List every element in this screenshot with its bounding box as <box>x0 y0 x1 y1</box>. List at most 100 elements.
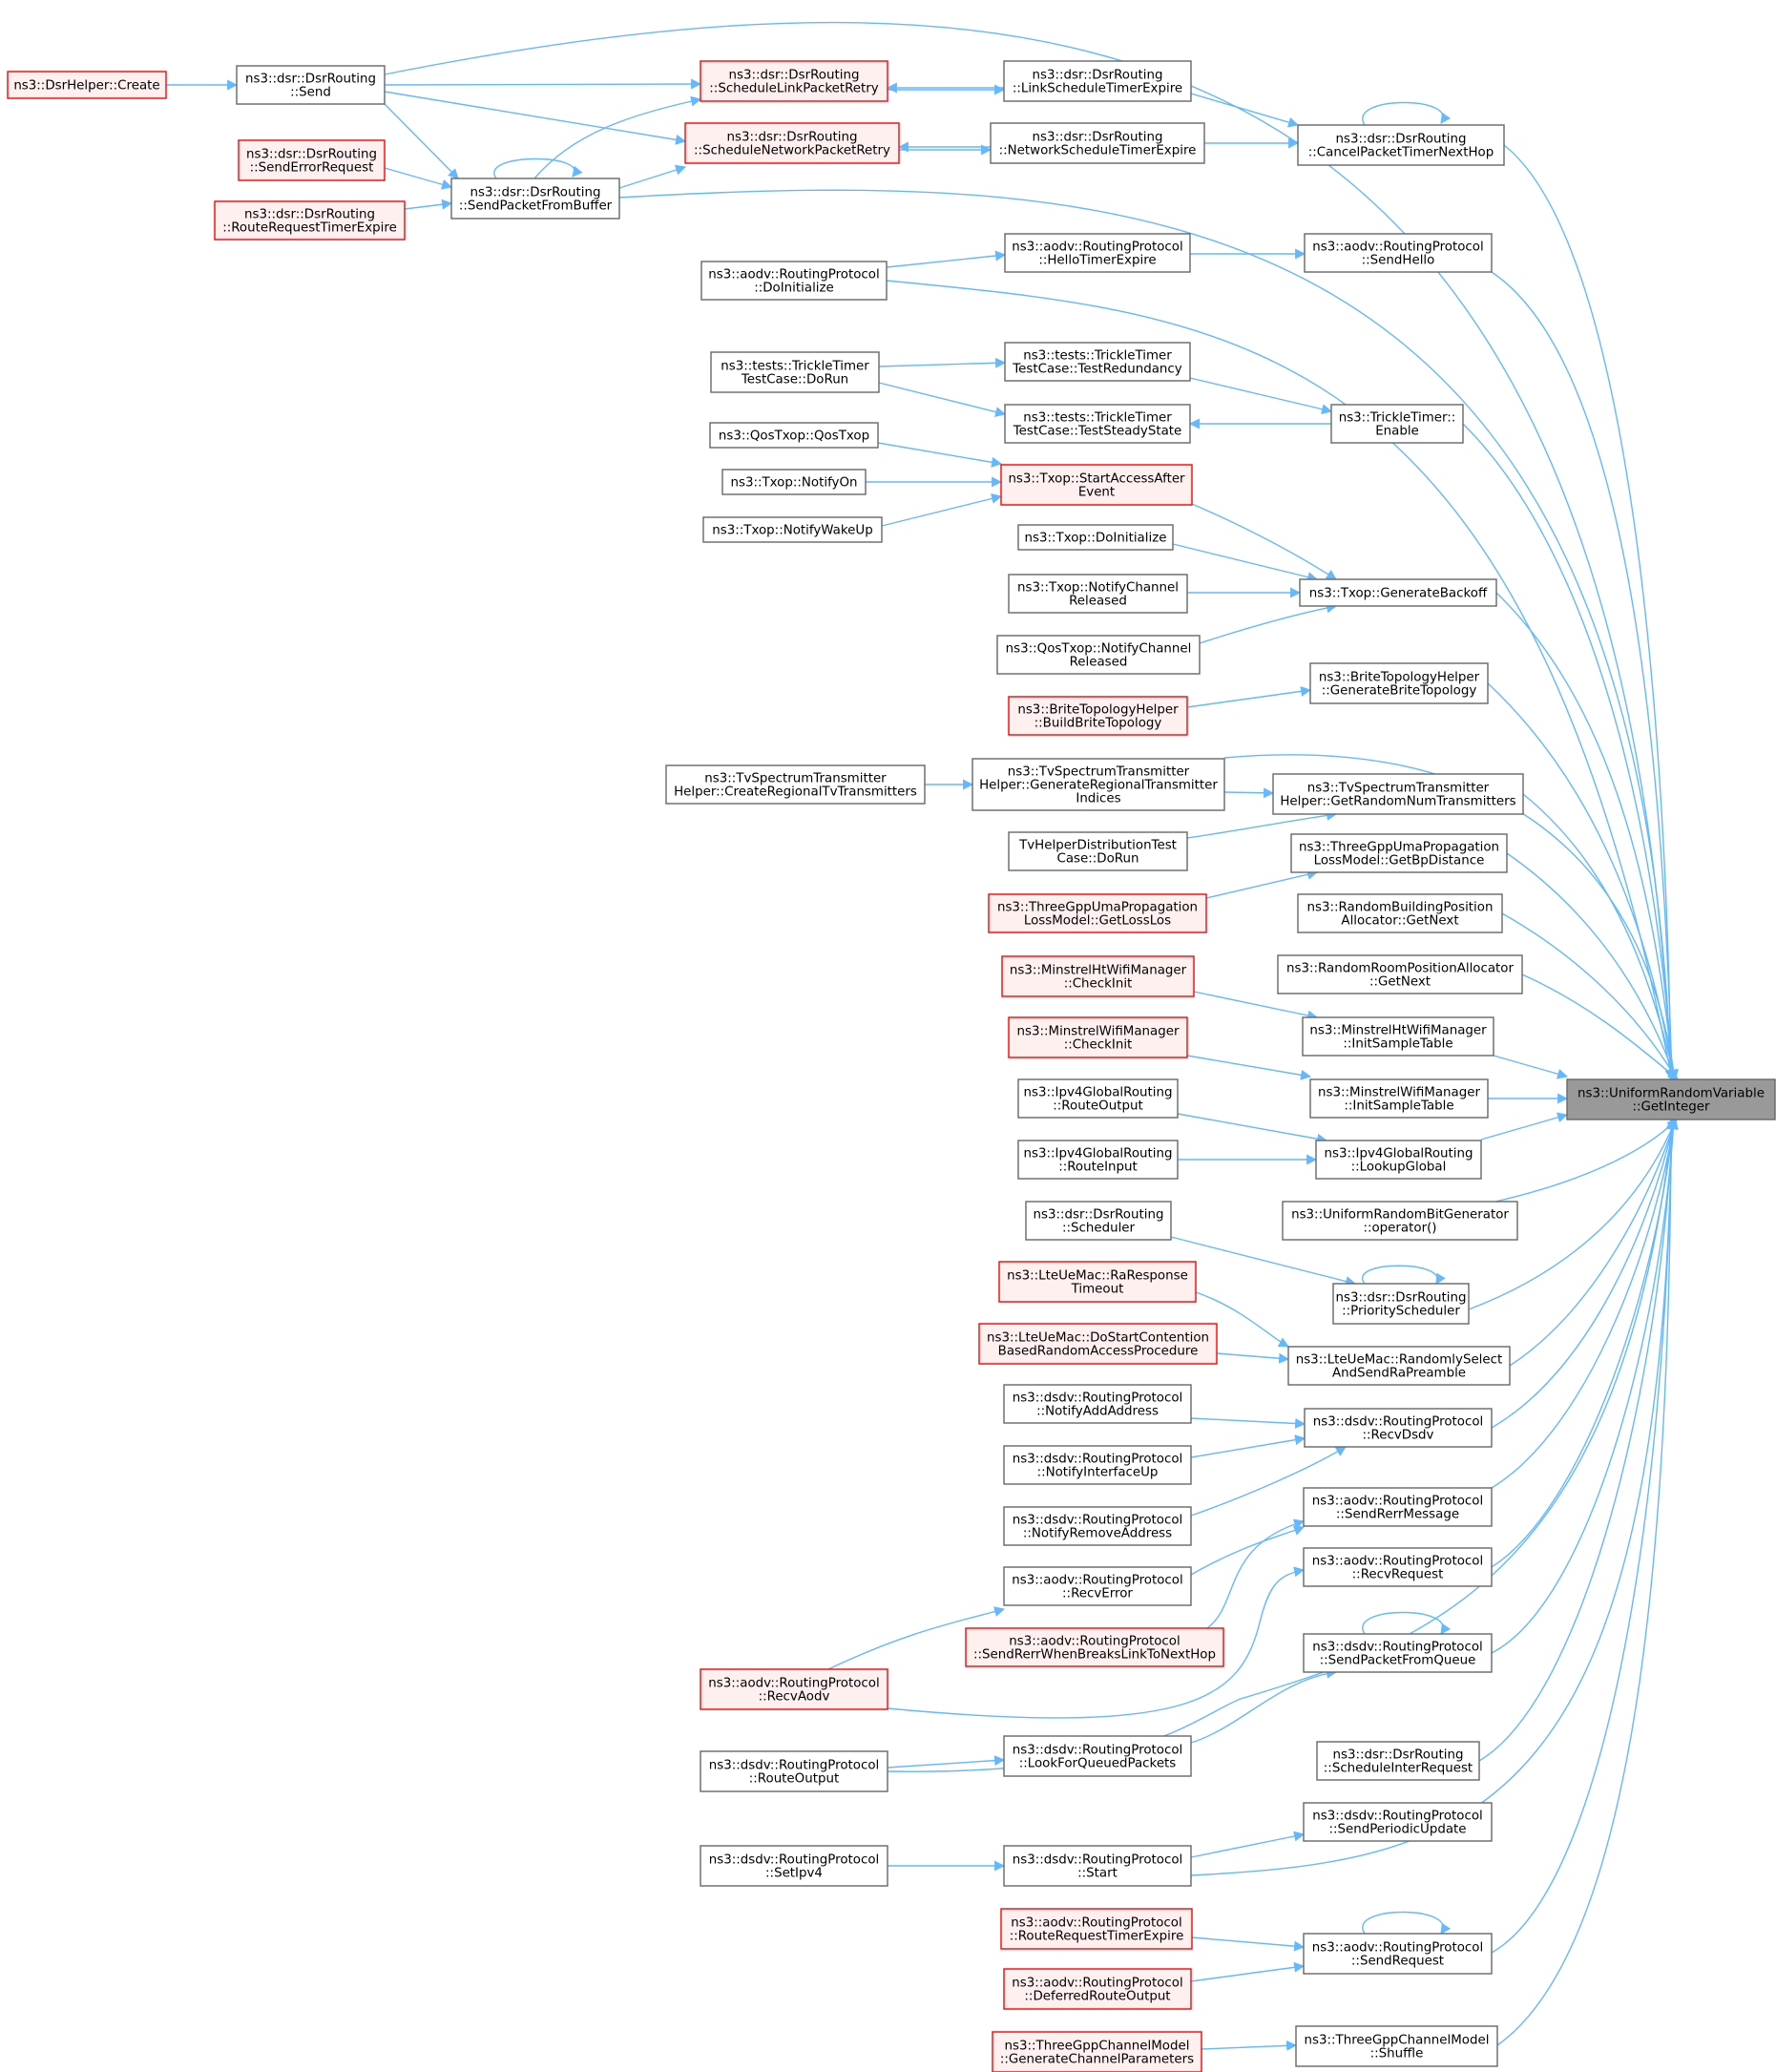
node-ipv4g-lookup[interactable]: ns3::Ipv4GlobalRouting::LookupGlobal <box>1315 1140 1482 1180</box>
node-dsrhelper-create[interactable]: ns3::DsrHelper::Create <box>7 71 167 99</box>
node-label: TvHelperDistributionTest <box>1018 839 1177 853</box>
node-dsdv-sendperiodic[interactable]: ns3::dsdv::RoutingProtocol::SendPeriodic… <box>1303 1802 1493 1842</box>
node-aodv-sendrerr[interactable]: ns3::aodv::RoutingProtocol::SendRerrMess… <box>1303 1487 1493 1527</box>
node-aodv-routereqtimer[interactable]: ns3::aodv::RoutingProtocol::RouteRequest… <box>1000 1908 1193 1950</box>
node-dsr-nettimer[interactable]: ns3::dsr::DsrRouting::NetworkScheduleTim… <box>990 122 1205 164</box>
node-aodv-sendhello[interactable]: ns3::aodv::RoutingProtocol::SendHello <box>1304 233 1493 273</box>
node-label: LossModel::GetLossLos <box>1024 914 1171 929</box>
node-urbg-op[interactable]: ns3::UniformRandomBitGenerator::operator… <box>1282 1201 1518 1241</box>
node-label: ns3::dsr::DsrRouting <box>470 186 601 200</box>
node-threegpp-shuffle[interactable]: ns3::ThreeGppChannelModel::Shuffle <box>1295 2025 1498 2067</box>
node-dsr-linktimer[interactable]: ns3::dsr::DsrRouting::LinkScheduleTimerE… <box>1003 60 1192 102</box>
node-dsr-senderror[interactable]: ns3::dsr::DsrRouting::SendErrorRequest <box>238 139 386 181</box>
node-box <box>1287 1346 1511 1386</box>
node-aodv-sendrerrbreaks[interactable]: ns3::aodv::RoutingProtocol::SendRerrWhen… <box>965 1627 1224 1667</box>
node-dsdv-notifyup[interactable]: ns3::dsdv::RoutingProtocol::NotifyInterf… <box>1003 1445 1192 1485</box>
node-dsr-schedulenet[interactable]: ns3::dsr::DsrRouting::ScheduleNetworkPac… <box>684 122 900 164</box>
node-dsr-routereqtimer[interactable]: ns3::dsr::DsrRouting::RouteRequestTimerE… <box>214 200 406 241</box>
call-edge <box>1521 973 1679 1080</box>
node-label: ::GetNext <box>1369 975 1431 990</box>
node-target[interactable]: ns3::UniformRandomVariable::GetInteger <box>1566 1078 1776 1120</box>
node-label: TestCase::DoRun <box>741 373 848 387</box>
node-minstrel-initsample[interactable]: ns3::MinstrelWifiManager::InitSampleTabl… <box>1309 1078 1489 1119</box>
node-minstrel-checkinit[interactable]: ns3::MinstrelWifiManager::CheckInit <box>1008 1016 1188 1058</box>
node-dsdv-recvdsdv[interactable]: ns3::dsdv::RoutingProtocol::RecvDsdv <box>1304 1408 1493 1448</box>
node-brite-generate[interactable]: ns3::BriteTopologyHelper::GenerateBriteT… <box>1309 662 1489 704</box>
node-label: ns3::aodv::RoutingProtocol <box>1012 1977 1182 1991</box>
call-edge <box>1177 1113 1328 1144</box>
node-trickle-enable[interactable]: ns3::TrickleTimer::Enable <box>1330 404 1464 444</box>
node-label: ns3::Ipv4GlobalRouting <box>1325 1147 1473 1162</box>
call-edge <box>1480 1112 1569 1141</box>
node-trickle-redund[interactable]: ns3::tests::TrickleTimerTestCase::TestRe… <box>1004 342 1191 382</box>
node-ipv4g-routeoutput[interactable]: ns3::Ipv4GlobalRouting::RouteOutput <box>1017 1078 1179 1119</box>
node-minstrelht-initsample[interactable]: ns3::MinstrelHtWifiManager::InitSampleTa… <box>1302 1016 1494 1057</box>
node-dsr-schedulelink[interactable]: ns3::dsr::DsrRouting::ScheduleLinkPacket… <box>700 60 888 102</box>
call-edge <box>384 91 687 145</box>
node-dsr-priority[interactable]: ns3::dsr::DsrRouting::PriorityScheduler <box>1332 1283 1470 1325</box>
node-minstrelht-checkinit[interactable]: ns3::MinstrelHtWifiManager::CheckInit <box>1001 955 1195 997</box>
node-aodv-sendrequest[interactable]: ns3::aodv::RoutingProtocol::SendRequest <box>1303 1933 1493 1975</box>
node-trickle-steady[interactable]: ns3::tests::TrickleTimerTestCase::TestSt… <box>1004 404 1191 444</box>
node-txop-wakeup[interactable]: ns3::Txop::NotifyWakeUp <box>702 516 883 543</box>
node-dsdv-sendfromqueue[interactable]: ns3::dsdv::RoutingProtocol::SendPacketFr… <box>1303 1633 1493 1673</box>
node-uma-getlosslos[interactable]: ns3::ThreeGppUmaPropagationLossModel::Ge… <box>988 893 1207 933</box>
node-tv-getrandomnum[interactable]: ns3::TvSpectrumTransmitterHelper::GetRan… <box>1272 773 1524 815</box>
node-dsdv-routeoutput[interactable]: ns3::dsdv::RoutingProtocol::RouteOutput <box>700 1750 888 1792</box>
node-txop-notifyon[interactable]: ns3::Txop::NotifyOn <box>721 469 867 495</box>
node-threegpp-genparams[interactable]: ns3::ThreeGppChannelModel::GenerateChann… <box>992 2031 1202 2072</box>
call-edge <box>1193 991 1319 1021</box>
node-aodv-hellotimer[interactable]: ns3::aodv::RoutingProtocol::HelloTimerEx… <box>1004 233 1191 273</box>
call-edge <box>1186 809 1338 839</box>
node-dsdv-start[interactable]: ns3::dsdv::RoutingProtocol::Start <box>1003 1845 1192 1887</box>
node-aodv-recvrequest[interactable]: ns3::aodv::RoutingProtocol::RecvRequest <box>1303 1547 1493 1587</box>
node-dsr-scheduleinter[interactable]: ns3::dsr::DsrRouting::ScheduleInterReque… <box>1316 1741 1480 1781</box>
node-rrpa-getnext[interactable]: ns3::RandomRoomPositionAllocator::GetNex… <box>1277 954 1523 994</box>
node-label: ::RouteOutput <box>1053 1099 1142 1114</box>
node-brite-build[interactable]: ns3::BriteTopologyHelper::BuildBriteTopo… <box>1008 696 1188 736</box>
node-tv-createregional[interactable]: ns3::TvSpectrumTransmitterHelper::Create… <box>665 764 926 805</box>
node-label: ns3::dsr::DsrRouting <box>1336 133 1467 147</box>
node-uma-getbp[interactable]: ns3::ThreeGppUmaPropagationLossModel::Ge… <box>1290 833 1508 873</box>
node-dsr-sendfrombuffer[interactable]: ns3::dsr::DsrRouting::SendPacketFromBuff… <box>450 178 620 220</box>
node-label: ::SetIpv4 <box>765 1867 823 1881</box>
node-box <box>1304 1408 1493 1448</box>
node-aodv-recverror[interactable]: ns3::aodv::RoutingProtocol::RecvError <box>1003 1566 1192 1606</box>
node-lte-dostart[interactable]: ns3::LteUeMac::DoStartContentionBasedRan… <box>978 1323 1218 1365</box>
node-label: Timeout <box>1071 1283 1124 1297</box>
node-txop-doinit[interactable]: ns3::Txop::DoInitialize <box>1017 524 1174 551</box>
node-tv-genregional[interactable]: ns3::TvSpectrumTransmitterHelper::Genera… <box>972 758 1225 811</box>
node-dsdv-notifyadd[interactable]: ns3::dsdv::RoutingProtocol::NotifyAddAdd… <box>1003 1384 1192 1424</box>
node-qostxop-ctor[interactable]: ns3::QosTxop::QosTxop <box>709 422 879 449</box>
node-ipv4g-routeinput[interactable]: ns3::Ipv4GlobalRouting::RouteInput <box>1017 1140 1179 1180</box>
node-dsr-send[interactable]: ns3::dsr::DsrRouting::Send <box>236 65 386 105</box>
call-edge <box>1190 1118 1678 1876</box>
node-aodv-doinit[interactable]: ns3::aodv::RoutingProtocol::DoInitialize <box>700 261 888 301</box>
node-rbpa-getnext[interactable]: ns3::RandomBuildingPositionAllocator::Ge… <box>1297 893 1503 933</box>
node-label: ::SendPacketFromBuffer <box>459 199 613 214</box>
node-dsdv-notifyremove[interactable]: ns3::dsdv::RoutingProtocol::NotifyRemove… <box>1003 1506 1192 1546</box>
call-edge <box>384 21 1677 1081</box>
call-edge <box>1503 144 1677 1081</box>
node-lte-randomly[interactable]: ns3::LteUeMac::RandomlySelectAndSendRaPr… <box>1287 1346 1511 1386</box>
call-edge <box>1491 1118 1679 1429</box>
node-aodv-recvaodv[interactable]: ns3::aodv::RoutingProtocol::RecvAodv <box>700 1668 888 1710</box>
node-box <box>1316 1741 1480 1781</box>
node-label: ns3::dsdv::RoutingProtocol <box>1013 1514 1183 1528</box>
node-dsdv-setipv4[interactable]: ns3::dsdv::RoutingProtocol::SetIpv4 <box>700 1845 888 1887</box>
node-dsr-cancel[interactable]: ns3::dsr::DsrRouting::CancelPacketTimerN… <box>1297 124 1505 166</box>
call-edge <box>1491 1118 1679 1489</box>
node-aodv-deferred[interactable]: ns3::aodv::RoutingProtocol::DeferredRout… <box>1003 1968 1192 2010</box>
node-dsr-scheduler[interactable]: ns3::dsr::DsrRouting::Scheduler <box>1025 1201 1172 1241</box>
node-txop-genbackoff[interactable]: ns3::Txop::GenerateBackoff <box>1299 578 1497 607</box>
node-label: ns3::dsdv::RoutingProtocol <box>1312 1641 1483 1655</box>
node-label: ns3::UniformRandomVariable <box>1578 1087 1765 1101</box>
node-label: ns3::aodv::RoutingProtocol <box>1011 1916 1181 1931</box>
node-dsdv-lookforqueued[interactable]: ns3::dsdv::RoutingProtocol::LookForQueue… <box>1003 1735 1192 1777</box>
